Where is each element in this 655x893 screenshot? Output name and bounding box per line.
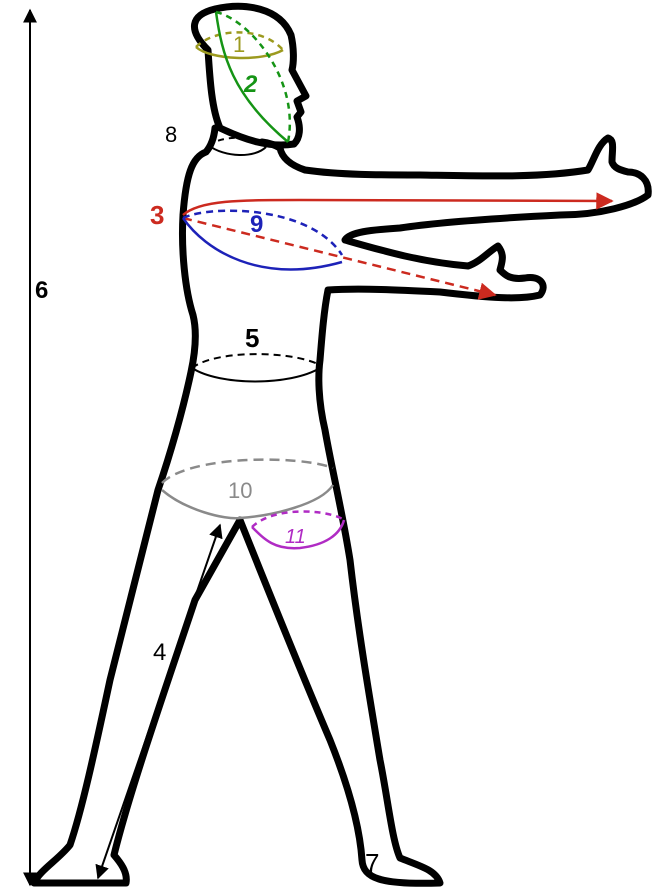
- label-9: 9: [250, 211, 263, 238]
- label-4: 4: [153, 639, 166, 666]
- body-right-outline: [240, 138, 648, 883]
- body-outline: [34, 6, 648, 883]
- label-5: 5: [245, 323, 259, 353]
- label-7: 7: [365, 848, 379, 878]
- waist-measure: [192, 354, 320, 381]
- label-6: 6: [35, 277, 48, 304]
- label-1: 1: [233, 32, 245, 57]
- label-11: 11: [285, 526, 306, 548]
- label-8: 8: [165, 122, 177, 147]
- label-10: 10: [228, 478, 252, 503]
- label-3: 3: [150, 200, 164, 230]
- inseam-measure-line: [98, 525, 220, 878]
- body-left-outline: [34, 128, 240, 883]
- label-2: 2: [243, 71, 258, 98]
